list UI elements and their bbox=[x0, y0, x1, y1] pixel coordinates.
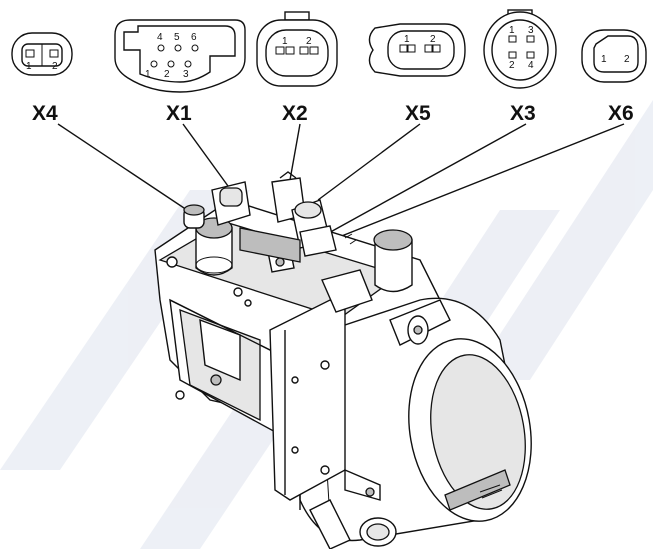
x1-pin-3: 3 bbox=[183, 69, 189, 80]
x1-pin-1: 1 bbox=[145, 69, 151, 80]
connector-x3-face: 1 3 2 4 bbox=[483, 9, 557, 89]
x5-pin-2: 2 bbox=[430, 34, 436, 45]
x2-pin-1: 1 bbox=[282, 36, 288, 47]
connector-x4-face: 1 2 bbox=[11, 32, 73, 76]
x3-pin-1: 1 bbox=[509, 25, 515, 36]
connector-x6-face: 1 2 bbox=[581, 29, 647, 83]
x3-pin-2: 2 bbox=[509, 60, 515, 71]
round-port-right bbox=[373, 229, 413, 293]
connector-x2-face: 1 2 bbox=[256, 11, 338, 87]
x1-pin-5: 5 bbox=[174, 32, 180, 43]
pipe-outlet bbox=[309, 499, 397, 549]
x3-pin-4: 4 bbox=[528, 60, 534, 71]
x1-pin-4: 4 bbox=[157, 32, 163, 43]
label-x6: X6 bbox=[608, 102, 634, 125]
x5-pin-1: 1 bbox=[404, 34, 410, 45]
x2-pin-2: 2 bbox=[306, 36, 312, 47]
mounting-bracket bbox=[269, 299, 381, 501]
leader-x4 bbox=[57, 123, 191, 213]
label-x1: X1 bbox=[166, 102, 192, 125]
label-x2: X2 bbox=[282, 102, 308, 125]
x6-pin-1: 1 bbox=[601, 54, 607, 65]
connector-x1-face: 4 5 6 1 2 3 bbox=[114, 19, 246, 93]
leader-x5 bbox=[317, 123, 421, 201]
connector-x5-face: 1 2 bbox=[368, 23, 466, 77]
x1-pin-2: 2 bbox=[164, 69, 170, 80]
clamp-arm bbox=[389, 299, 451, 346]
leader-x1 bbox=[182, 123, 229, 187]
label-x5: X5 bbox=[405, 102, 431, 125]
leader-x2 bbox=[289, 123, 301, 181]
x4-connector-3d bbox=[183, 204, 205, 229]
device-illustration bbox=[154, 171, 532, 549]
leader-x3 bbox=[315, 123, 527, 241]
cable-channel bbox=[239, 227, 373, 313]
label-x3: X3 bbox=[510, 102, 536, 125]
x6-pin-2: 2 bbox=[624, 54, 630, 65]
x4-pin-2: 2 bbox=[52, 61, 58, 72]
bolts bbox=[166, 256, 252, 307]
x3-pin-3: 3 bbox=[528, 25, 534, 36]
x4-pin-1: 1 bbox=[26, 61, 32, 72]
x1-connector-3d bbox=[211, 181, 251, 226]
round-port-left bbox=[195, 217, 233, 276]
x1-pin-6: 6 bbox=[191, 32, 197, 43]
label-x4: X4 bbox=[32, 102, 58, 125]
